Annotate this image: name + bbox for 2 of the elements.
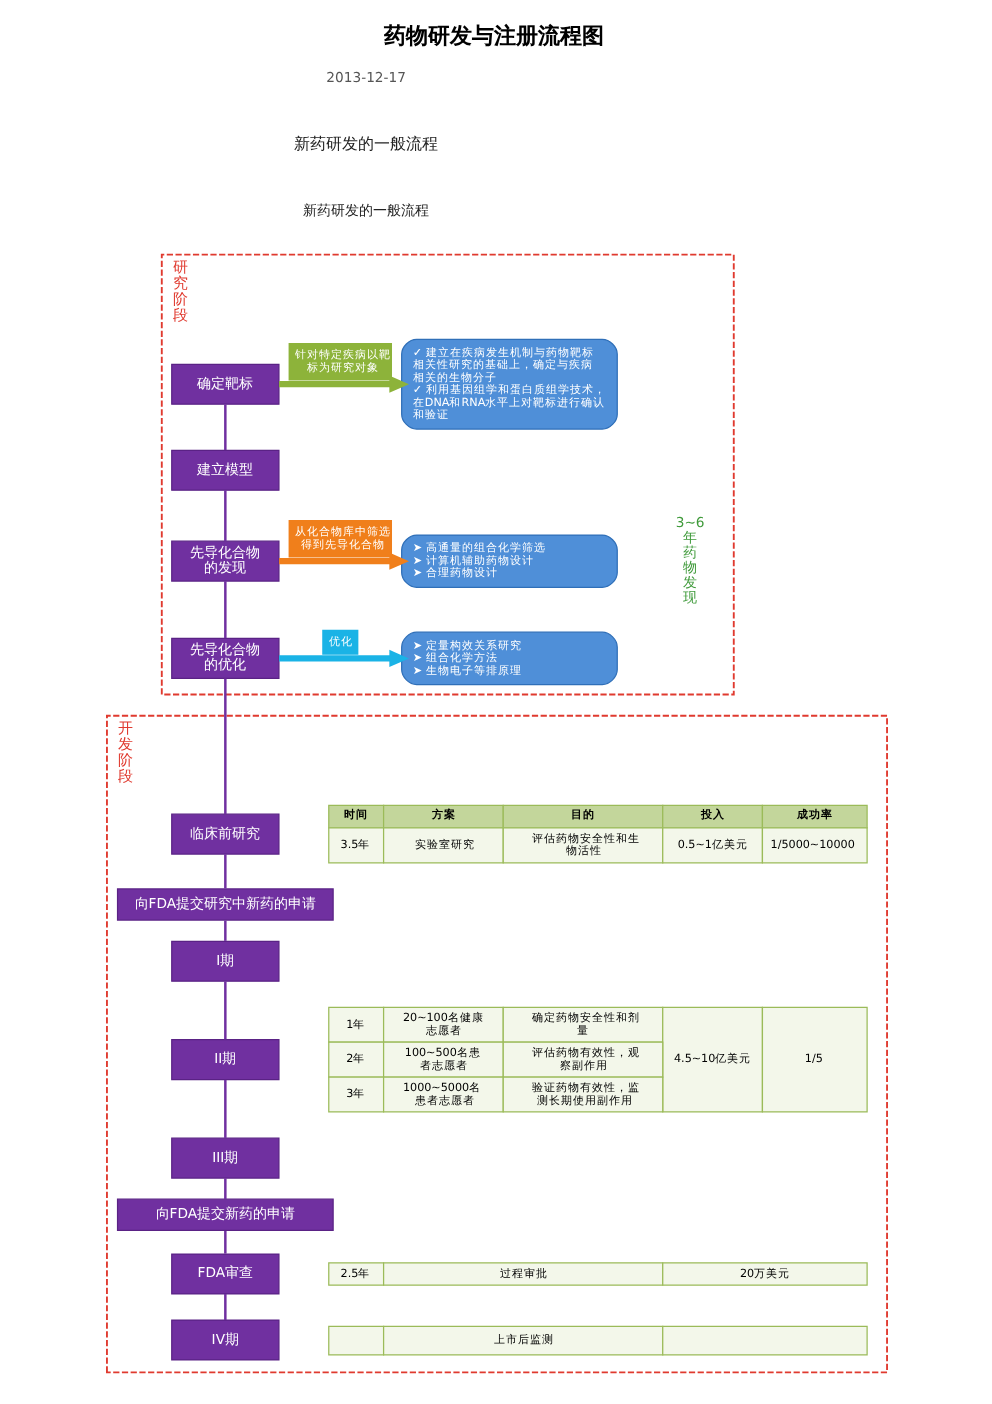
label: 新药研发的一般流程	[293, 133, 438, 154]
diagram-title: 药物研发与注册流程图	[383, 23, 604, 50]
